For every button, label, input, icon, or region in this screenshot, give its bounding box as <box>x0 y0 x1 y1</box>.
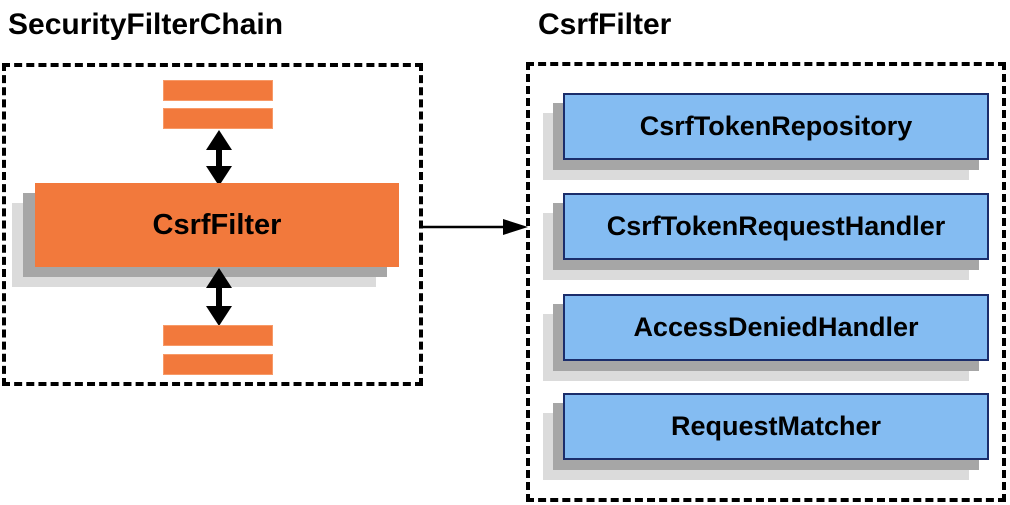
component-box-request-matcher: RequestMatcher <box>563 393 989 460</box>
csrf-filter-panel: CsrfTokenRepository CsrfTokenRequestHand… <box>526 62 1006 502</box>
security-filter-chain-panel: CsrfFilter <box>2 63 423 386</box>
component-label: CsrfTokenRepository <box>639 111 913 141</box>
filter-bar <box>163 108 273 129</box>
component-label: CsrfTokenRequestHandler <box>606 211 946 241</box>
component-box-csrf-token-request-handler: CsrfTokenRequestHandler <box>563 193 989 260</box>
csrf-filter-box: CsrfFilter <box>35 183 399 267</box>
csrf-filter-box-label: CsrfFilter <box>152 208 282 241</box>
component-box-access-denied-handler: AccessDeniedHandler <box>563 294 989 361</box>
bidirectional-arrow-icon <box>206 130 232 186</box>
component-label: RequestMatcher <box>670 411 882 441</box>
right-panel-title: CsrfFilter <box>538 8 672 41</box>
component-box-csrf-token-repository: CsrfTokenRepository <box>563 93 989 160</box>
filter-bar <box>163 80 273 101</box>
filter-bar <box>163 325 273 346</box>
left-panel-title: SecurityFilterChain <box>8 8 284 41</box>
bidirectional-arrow-icon <box>206 268 232 326</box>
flow-arrow-icon <box>423 219 528 235</box>
filter-bar <box>163 354 273 375</box>
component-label: AccessDeniedHandler <box>633 312 919 342</box>
